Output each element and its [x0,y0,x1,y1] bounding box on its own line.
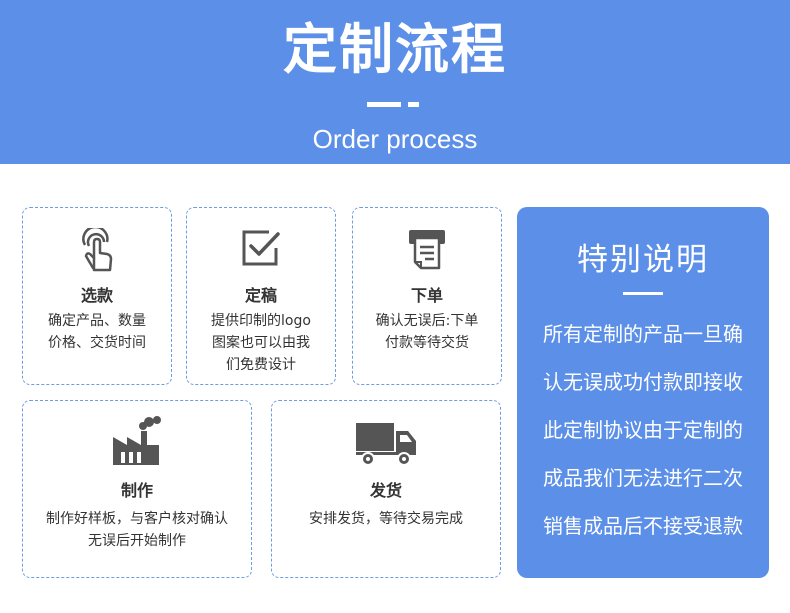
page-subtitle: Order process [312,124,478,154]
step-description: 确定产品、数量 价格、交货时间 [48,313,146,351]
step-card-finalize: 定稿 提供印制的logo 图案也可以由我 们免费设计 [186,207,336,385]
special-notice-text: 所有定制的产品一旦确 认无误成功付款即接收 此定制协议由于定制的 成品我们无法进… [543,322,743,538]
step-card-order: 下单 确认无误后:下单 付款等待交货 [352,207,502,385]
step-card-ship: 发货 安排发货，等待交易完成 [271,400,501,578]
special-notice-panel: 特别说明 所有定制的产品一旦确 认无误成功付款即接收 此定制协议由于定制的 成品… [517,207,769,578]
step-title: 制作 [120,481,153,500]
step-description: 提供印制的logo 图案也可以由我 们免费设计 [211,313,311,373]
step-title: 下单 [410,286,443,305]
step-description: 确认无误后:下单 付款等待交货 [375,313,479,351]
step-title: 发货 [369,481,402,500]
page-title: 定制流程 [283,18,507,81]
factory-icon [23,415,251,467]
step-description: 安排发货，等待交易完成 [309,511,463,527]
title-divider [367,102,423,107]
truck-icon [272,419,500,467]
special-notice-divider [623,292,663,295]
step-description: 制作好样板，与客户核对确认 无误后开始制作 [46,511,228,549]
step-card-produce: 制作 制作好样板，与客户核对确认 无误后开始制作 [22,400,252,578]
step-title: 定稿 [244,286,277,305]
touch-hand-icon [23,228,171,272]
step-card-select: 选款 确定产品、数量 价格、交货时间 [22,207,172,385]
checkbox-icon [187,228,335,268]
receipt-printer-icon [353,228,501,270]
special-notice-title: 特别说明 [577,242,709,278]
header-banner: 定制流程 Order process [0,0,790,164]
step-title: 选款 [80,286,113,305]
